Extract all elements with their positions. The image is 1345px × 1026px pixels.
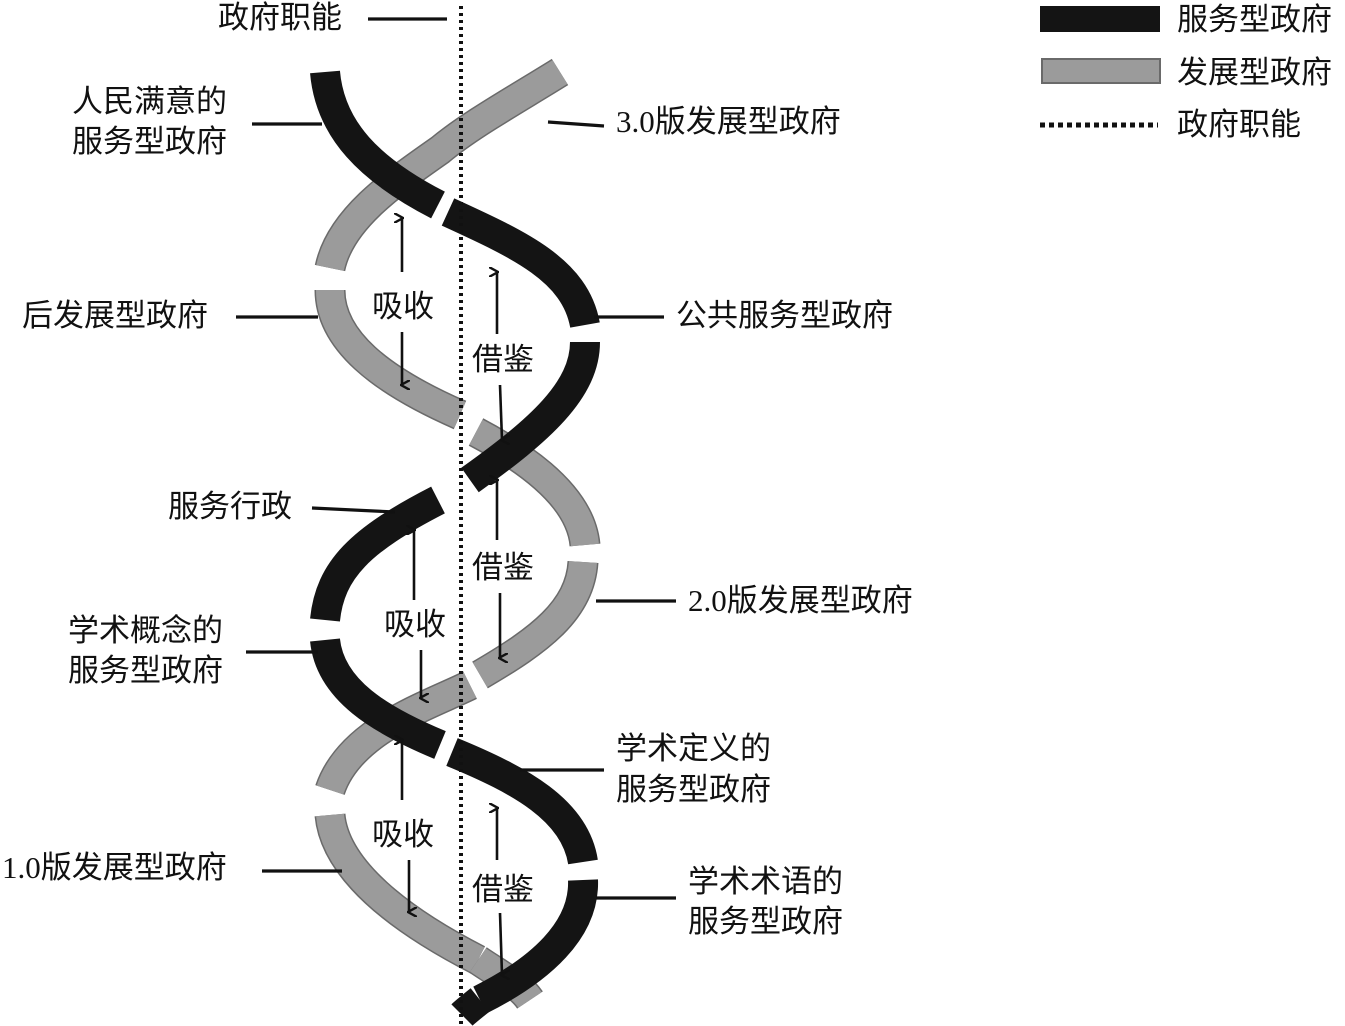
legend-label-developmental: 发展型政府 (1177, 55, 1332, 91)
service-strand (310, 70, 600, 1026)
learn-arrow-down-3 (498, 912, 502, 975)
leader-dev-3-0 (547, 120, 605, 128)
label-academic-definition-line1: 学术定义的 (616, 731, 771, 767)
grey-segment-top (316, 60, 568, 272)
left-labels: 人民满意的 服务型政府 后发展型政府 服务行政 学术概念的 服务型政府 1.0版… (2, 84, 396, 885)
dark-segment-lower-left (310, 637, 446, 759)
learn-arrow-down-1 (498, 384, 502, 440)
grey-segment-bottom-left (316, 812, 485, 973)
label-dev-3-0: 3.0版发展型政府 (616, 104, 841, 139)
legend-swatch-service (1040, 6, 1160, 32)
legend: 服务型政府 发展型政府 政府职能 (1040, 2, 1332, 143)
grey-segment-lower-right (472, 560, 597, 688)
right-labels: 3.0版发展型政府 公共服务型政府 2.0版发展型政府 学术定义的 服务型政府 … (520, 104, 913, 940)
label-academic-term-line1: 学术术语的 (688, 864, 843, 900)
label-people-satisfied-line2: 服务型政府 (72, 124, 227, 160)
learn-label-3: 借鉴 (472, 872, 534, 908)
learn-label-1: 借鉴 (472, 342, 534, 378)
label-public-service: 公共服务型政府 (676, 298, 893, 334)
grey-segment-upper-left (316, 289, 466, 428)
dark-segment-bottom-tail (451, 988, 490, 1026)
label-people-satisfied-line1: 人民满意的 (72, 84, 227, 120)
absorb-label-1: 吸收 (372, 289, 434, 325)
label-service-admin: 服务行政 (168, 489, 292, 525)
legend-label-function: 政府职能 (1177, 107, 1301, 143)
absorb-label-2: 吸收 (384, 607, 446, 643)
label-academic-concept-line1: 学术概念的 (68, 613, 223, 649)
learn-label-2: 借鉴 (472, 550, 534, 586)
label-dev-2-0: 2.0版发展型政府 (688, 583, 913, 618)
flow-arrows: 吸收 借鉴 吸收 借鉴 吸收 借鉴 (372, 218, 534, 975)
dark-segment-lower-right (446, 738, 598, 866)
absorb-label-3: 吸收 (372, 817, 434, 853)
dark-segment-bottom-right (473, 879, 599, 1014)
label-dev-1-0: 1.0版发展型政府 (2, 850, 227, 885)
dark-segment-mid-left (310, 486, 445, 622)
dark-segment-upper-right (441, 198, 600, 329)
label-academic-term-line2: 服务型政府 (688, 904, 843, 940)
label-academic-concept-line2: 服务型政府 (68, 653, 223, 689)
dark-segment-mid-right (461, 341, 600, 493)
legend-label-service: 服务型政府 (1177, 2, 1332, 38)
leader-service-admin (311, 506, 396, 514)
grey-segment-mid-right (469, 419, 599, 548)
label-academic-definition-line2: 服务型政府 (616, 772, 771, 808)
axis-label: 政府职能 (218, 0, 342, 36)
dark-segment-top (310, 70, 445, 219)
legend-swatch-developmental (1041, 58, 1161, 84)
label-late-developmental: 后发展型政府 (22, 298, 208, 334)
